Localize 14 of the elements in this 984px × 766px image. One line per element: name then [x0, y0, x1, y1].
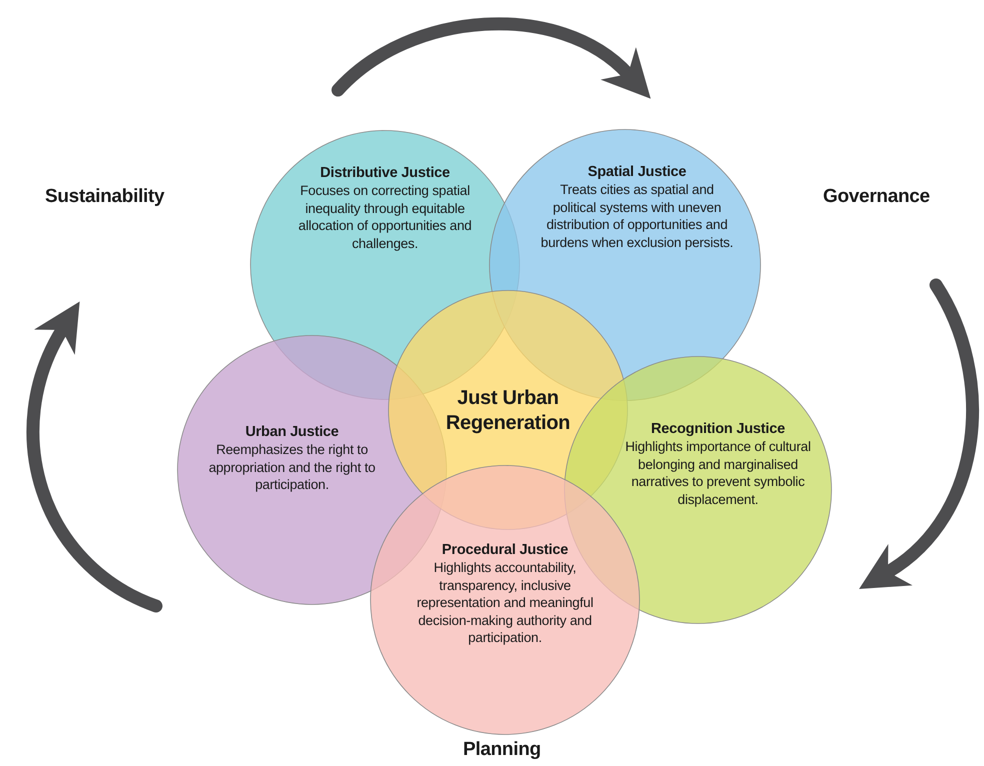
circle-heading: Procedural Justice [440, 541, 570, 560]
circle-description: Focuses on correcting spatial inequality through equitable allocation of opportunities and challenges. [297, 182, 473, 252]
circle-heading: Urban Justice [244, 423, 340, 442]
circle-heading: Recognition Justice [650, 420, 786, 438]
cycle-label: Sustainability [45, 186, 164, 208]
cycle-label: Governance [823, 186, 930, 208]
circle-heading: Distributive Justice [319, 164, 451, 182]
circle-description: Highlights importance of cultural belonging and marginalised narratives to prevent symbolic displacement. [624, 438, 812, 508]
circle-heading: Just Urban Regeneration [444, 386, 572, 436]
circle-description: Reemphasizes the right to appropriation and the right to participation. [208, 441, 376, 494]
circle-description: Treats cities as spatial and political systems with uneven distribution of opportunities and burdens when exclusion persists. [540, 181, 734, 252]
circle-description: Highlights accountability, transparency, inclusive representation and meaningful decision-making authority and participation. [416, 559, 594, 647]
circle-heading: Spatial Justice [586, 163, 688, 182]
cycle-label: Planning [463, 739, 541, 761]
